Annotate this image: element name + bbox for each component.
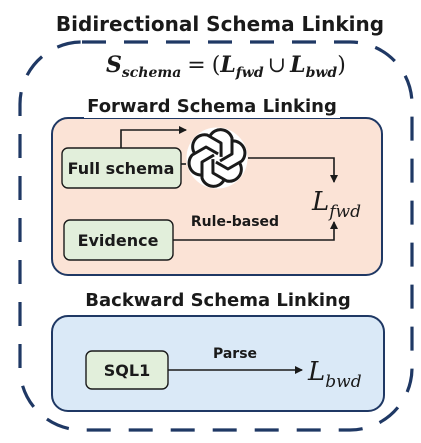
diagram-title: Bidirectional Schema Linking <box>56 12 384 36</box>
schema-formula: Sschema=(Lfwd∪Lbwd) <box>106 52 346 81</box>
backward-section-heading: Backward Schema Linking <box>85 290 350 311</box>
full-schema-label: Full schema <box>68 159 175 178</box>
full-schema-to-model-arrow <box>120 126 187 148</box>
forward-heading-backdrop <box>84 94 340 118</box>
formula-backdrop <box>96 46 352 80</box>
evidence-to-lfwd-arrow <box>173 221 338 241</box>
forward-output-symbol: Lfwd <box>311 187 361 222</box>
rule-based-edge-label: Rule-based <box>191 214 279 230</box>
title-backdrop <box>62 8 370 38</box>
backward-output-symbol: Lbwd <box>307 357 362 392</box>
parse-edge-label: Parse <box>213 346 257 362</box>
model-to-lfwd-arrow <box>248 157 338 183</box>
backward-heading-backdrop <box>80 288 356 312</box>
openai-logo-icon <box>186 127 248 189</box>
evidence-label: Evidence <box>78 231 159 250</box>
forward-section-heading: Forward Schema Linking <box>87 96 337 117</box>
outer-dashed-border <box>18 40 414 432</box>
sql1-label: SQL1 <box>104 361 150 380</box>
